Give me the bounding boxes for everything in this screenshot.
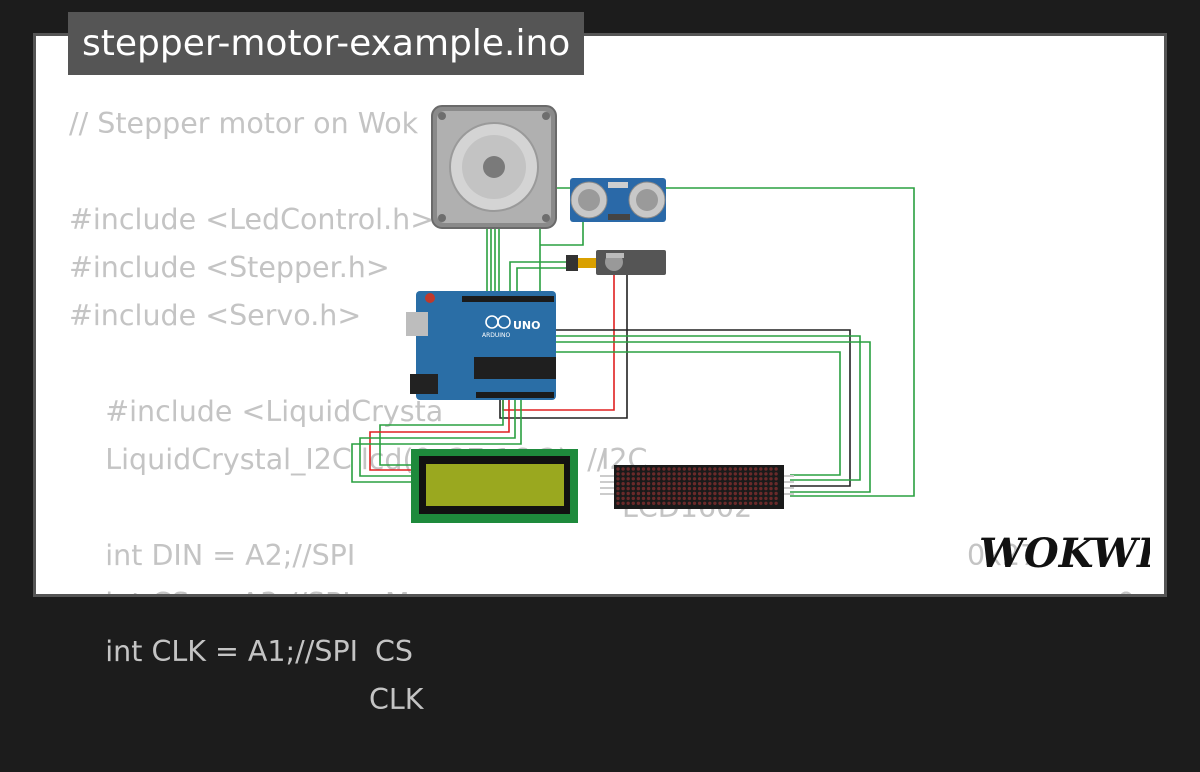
code-line-7: LiquidCrystal_I2C lcd(0x27,16,2); // LCD… [105, 443, 1135, 620]
code-line-1: // Stepper motor on Wok [69, 107, 419, 140]
code-line-3: #include <LedControl.h> [69, 203, 435, 236]
code-line-2 [69, 148, 1149, 196]
svg-text:WOKWI: WOKWI [979, 530, 1150, 577]
code-line-4: #include <Stepper.h> [69, 251, 390, 284]
wokwi-logo: WOKWI [979, 530, 1150, 577]
code-line-6: #include <LiquidCrysta I2C [105, 395, 648, 476]
code-line-5: #include <Servo.h> [69, 299, 362, 332]
card-bottom-mask [0, 594, 1200, 630]
card-bottom-border [33, 594, 1167, 597]
project-title: stepper-motor-example.ino [68, 12, 585, 75]
